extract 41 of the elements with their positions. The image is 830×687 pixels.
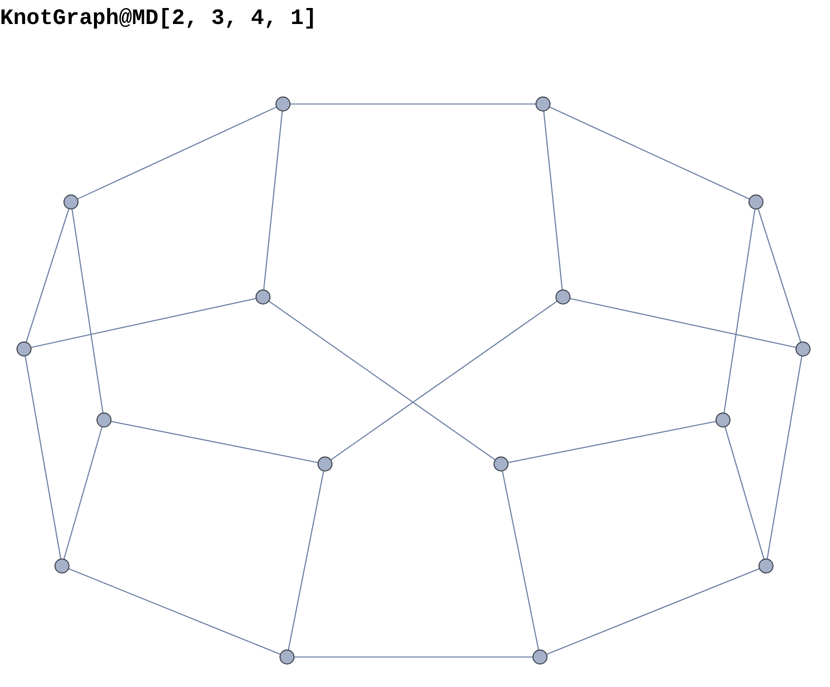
graph-edge bbox=[68, 568, 281, 655]
graph-vertex bbox=[64, 194, 78, 210]
graph-vertex bbox=[748, 194, 764, 210]
graph-edge bbox=[724, 426, 765, 560]
graph-edge bbox=[110, 420, 318, 464]
graph-edge bbox=[758, 208, 802, 342]
graph-edge bbox=[543, 110, 563, 290]
graph-edge bbox=[766, 356, 802, 560]
graph-edge bbox=[63, 426, 103, 560]
graph-vertex bbox=[716, 412, 730, 428]
graph-vertex bbox=[318, 456, 332, 472]
graph-edge bbox=[502, 470, 540, 650]
graph-edge bbox=[724, 208, 756, 414]
graph-vertex bbox=[494, 456, 508, 472]
graph-vertex bbox=[556, 290, 570, 304]
graph-vertex bbox=[256, 290, 270, 304]
graph-vertex bbox=[96, 412, 112, 428]
graph-vertex bbox=[532, 650, 548, 664]
graph-vertex bbox=[758, 558, 774, 574]
graph-edge bbox=[268, 300, 496, 460]
graph-edge bbox=[294, 656, 533, 658]
graph-vertex bbox=[796, 342, 810, 356]
graph-edge bbox=[549, 106, 750, 200]
code-title: KnotGraph@MD[2, 3, 4, 1] bbox=[0, 6, 317, 31]
graph-edge bbox=[290, 103, 536, 105]
graph-edge bbox=[508, 420, 716, 464]
graph-edge bbox=[30, 298, 256, 348]
graph-edge bbox=[288, 470, 324, 650]
graph-edge bbox=[26, 208, 70, 342]
graph-vertex bbox=[536, 96, 550, 112]
graph-edge bbox=[77, 106, 277, 200]
graph-edge bbox=[570, 298, 796, 348]
graph-vertex bbox=[16, 342, 32, 356]
graph-edge bbox=[330, 300, 558, 460]
graph-edge bbox=[263, 110, 283, 290]
graph-edge bbox=[546, 568, 760, 655]
graph-edge bbox=[72, 208, 104, 414]
graph-vertex bbox=[280, 650, 294, 664]
graph-vertex bbox=[276, 96, 290, 112]
graph-edge bbox=[24, 356, 62, 560]
graph-vertex bbox=[54, 558, 70, 574]
